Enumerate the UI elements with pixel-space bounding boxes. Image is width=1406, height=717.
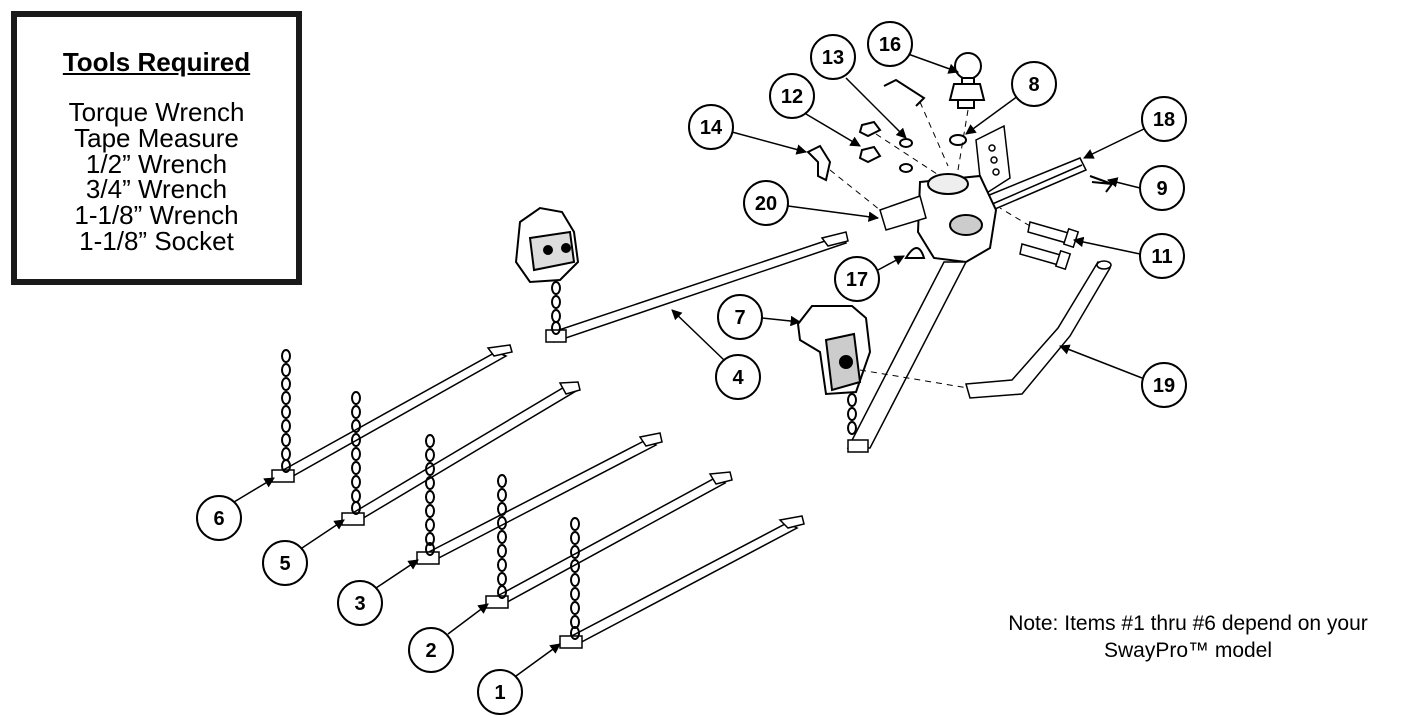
callout-number: 6	[213, 508, 224, 530]
pin-13	[883, 78, 926, 107]
spring-bar-4	[545, 231, 849, 343]
chain-2	[497, 474, 507, 599]
bolts-11	[1019, 221, 1080, 271]
chain-4	[551, 281, 561, 335]
tool-item: Tape Measure	[74, 122, 239, 153]
tools-required-box: Tools Required Torque Wrench Tape Measur…	[11, 11, 302, 285]
note-line: SwayPro™ model	[1103, 639, 1273, 662]
callout-6: 6	[196, 477, 275, 541]
chain-7	[847, 393, 857, 435]
bracket-7	[796, 305, 872, 396]
callout-1: 1	[477, 643, 561, 715]
callout-number: 19	[1153, 375, 1175, 397]
callout-19: 19	[1059, 344, 1187, 408]
pin-9	[1089, 175, 1114, 193]
callout-9: 9	[1106, 165, 1185, 211]
callout-number: 17	[846, 269, 868, 291]
callout-number: 12	[781, 86, 803, 108]
callout-18: 18	[1083, 96, 1187, 159]
callout-number: 13	[822, 47, 844, 69]
callout-13: 13	[810, 34, 907, 139]
chain-6	[281, 349, 291, 473]
cap-17	[904, 247, 926, 259]
callout-number: 16	[879, 34, 901, 56]
callout-number: 3	[354, 593, 365, 615]
callout-number: 14	[700, 117, 723, 139]
callout-2: 2	[408, 603, 489, 673]
head-lower-tube	[846, 261, 968, 453]
tool-item: 1-1/8” Socket	[79, 225, 234, 256]
tools-list: Torque Wrench Tape Measure 1/2” Wrench 3…	[17, 97, 296, 256]
callout-20: 20	[743, 180, 880, 226]
callout-7: 7	[717, 294, 802, 340]
callout-number: 2	[425, 640, 436, 662]
callout-number: 4	[732, 367, 744, 389]
chain-1	[570, 517, 580, 640]
callout-number: 8	[1028, 74, 1039, 96]
callout-number: 18	[1153, 109, 1175, 131]
tool-item: Torque Wrench	[68, 97, 245, 127]
clip-14	[806, 144, 832, 182]
note-line: Note: Items #1 thru #6 depend on your	[1008, 612, 1368, 635]
tool-item: 1/2” Wrench	[85, 148, 228, 179]
chain-5	[351, 391, 361, 515]
tools-required-title: Tools Required	[62, 47, 251, 77]
callout-number: 1	[494, 682, 505, 704]
callout-8: 8	[965, 61, 1057, 135]
spring-bar-1	[559, 515, 805, 649]
spring-bar-3	[416, 432, 663, 565]
hitch-ball-16	[948, 52, 986, 109]
callout-16: 16	[867, 21, 959, 74]
alignment-dashes	[829, 101, 1031, 389]
head-clip-20	[879, 195, 927, 231]
tool-item: 1-1/8” Wrench	[74, 200, 239, 231]
washer-8	[949, 134, 967, 146]
model-note: Note: Items #1 thru #6 depend on your Sw…	[978, 610, 1398, 664]
callout-number: 5	[279, 553, 290, 575]
spring-bar-5	[341, 381, 581, 526]
callout-5: 5	[262, 519, 345, 586]
callout-17: 17	[834, 255, 905, 302]
callout-4: 4	[671, 309, 761, 400]
callout-14: 14	[688, 104, 808, 155]
callout-number: 20	[755, 193, 777, 215]
callout-number: 7	[734, 307, 745, 329]
tool-item: 3/4” Wrench	[85, 174, 228, 205]
chain-3	[425, 434, 435, 556]
nuts-12-13	[858, 120, 913, 173]
l-bar-19	[965, 260, 1112, 399]
spring-bar-6	[271, 344, 513, 483]
callout-3: 3	[337, 559, 419, 626]
hitch-head-body	[916, 173, 998, 264]
callout-11: 11	[1072, 233, 1185, 279]
spring-bar-2	[485, 471, 733, 609]
callout-number: 9	[1156, 178, 1167, 200]
bracket-top-left	[514, 206, 580, 284]
callout-12: 12	[769, 73, 861, 147]
callout-number: 11	[1151, 246, 1172, 268]
